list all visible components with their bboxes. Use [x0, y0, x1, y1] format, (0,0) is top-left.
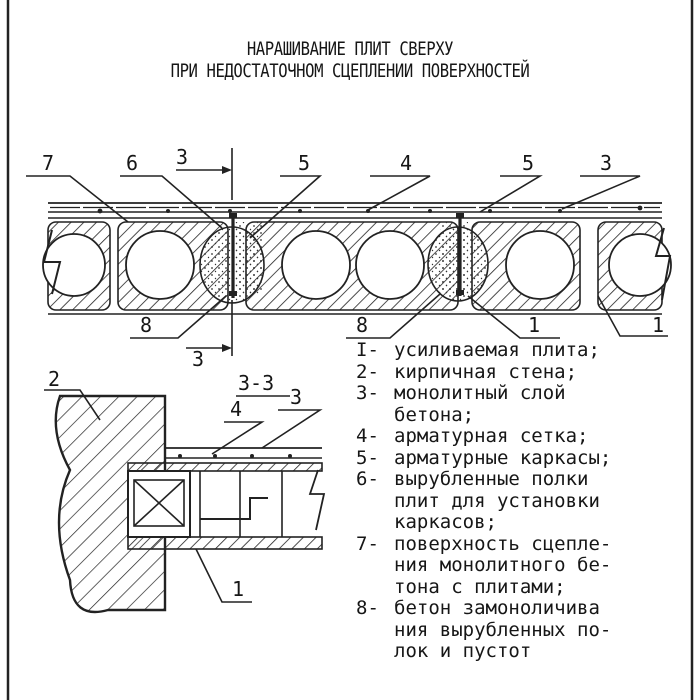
legend-num: 3- [356, 382, 379, 404]
legend-text: монолитный слой бетона; [394, 382, 566, 426]
legend-text: арматурные каркасы; [394, 446, 612, 469]
legend-item: 4- арматурная сетка; [356, 425, 696, 448]
section-mark-top [176, 148, 233, 200]
section-label-3-3: 3-3 [238, 371, 274, 395]
callout-3-section-bottom: 3 [192, 347, 204, 371]
slab-section [42, 202, 672, 315]
legend-text: поверхность сцепле- ния монолитного бе- … [394, 532, 612, 598]
callout-8-right: 8 [356, 313, 368, 337]
callout-5-right: 5 [522, 151, 534, 175]
legend-item: 6- вырубленные полки плит для установки … [356, 468, 696, 534]
legend: I- усиливаемая плита; 2- кирпичная стена… [356, 339, 696, 663]
legend-text: кирпичная стена; [394, 360, 578, 383]
legend-item: 2- кирпичная стена; [356, 360, 696, 384]
title-line-1: НАРАШИВАНИЕ ПЛИТ СВЕРХУ [246, 38, 454, 60]
title-line-2: ПРИ НЕДОСТАТОЧНОМ СЦЕПЛЕНИИ ПОВЕРХНОСТЕЙ [170, 60, 530, 82]
callout-4-detail: 4 [230, 397, 242, 421]
legend-item: 7- поверхность сцепле- ния монолитного б… [356, 532, 696, 599]
detail-section [54, 394, 326, 614]
callout-1-middle: 1 [528, 313, 540, 337]
legend-num: 2- [356, 360, 379, 383]
callout-1-right: 1 [652, 313, 664, 337]
leaders-top [26, 175, 641, 239]
callout-labels: 7 6 3 5 4 5 3 8 3 8 1 1 3-3 2 4 3 1 [42, 145, 664, 601]
legend-num: 6- [356, 468, 379, 490]
legend-num: 8- [356, 597, 379, 619]
callout-4: 4 [400, 151, 412, 175]
legend-text: вырубленные полки плит для установки кар… [394, 468, 600, 533]
legend-num: 7- [356, 532, 379, 555]
leaders-bottom [130, 293, 668, 339]
callout-7: 7 [42, 151, 54, 175]
callout-6: 6 [126, 151, 138, 175]
callout-3-detail: 3 [290, 385, 302, 409]
legend-text: бетон замоноличива ния вырубленных по- л… [394, 597, 612, 662]
legend-item: 3- монолитный слой бетона; [356, 382, 696, 426]
leaders-detail [44, 389, 323, 603]
callout-8-left: 8 [140, 313, 152, 337]
legend-item: 5- арматурные каркасы; [356, 446, 696, 470]
legend-item: 8- бетон замоноличива ния вырубленных по… [356, 597, 696, 663]
section-mark-bottom [186, 300, 233, 356]
callout-3-right: 3 [600, 151, 612, 175]
callout-3-section-top: 3 [176, 145, 188, 169]
legend-text: арматурная сетка; [394, 425, 589, 447]
legend-num: 4- [356, 425, 379, 447]
callout-2-wall: 2 [48, 367, 60, 391]
legend-num: 5- [356, 446, 379, 469]
legend-item: I- усиливаемая плита; [356, 339, 696, 362]
legend-num: I- [356, 339, 379, 361]
callout-5-left: 5 [298, 151, 310, 175]
callout-1-detail: 1 [232, 577, 244, 601]
legend-text: усиливаемая плита; [394, 339, 600, 361]
